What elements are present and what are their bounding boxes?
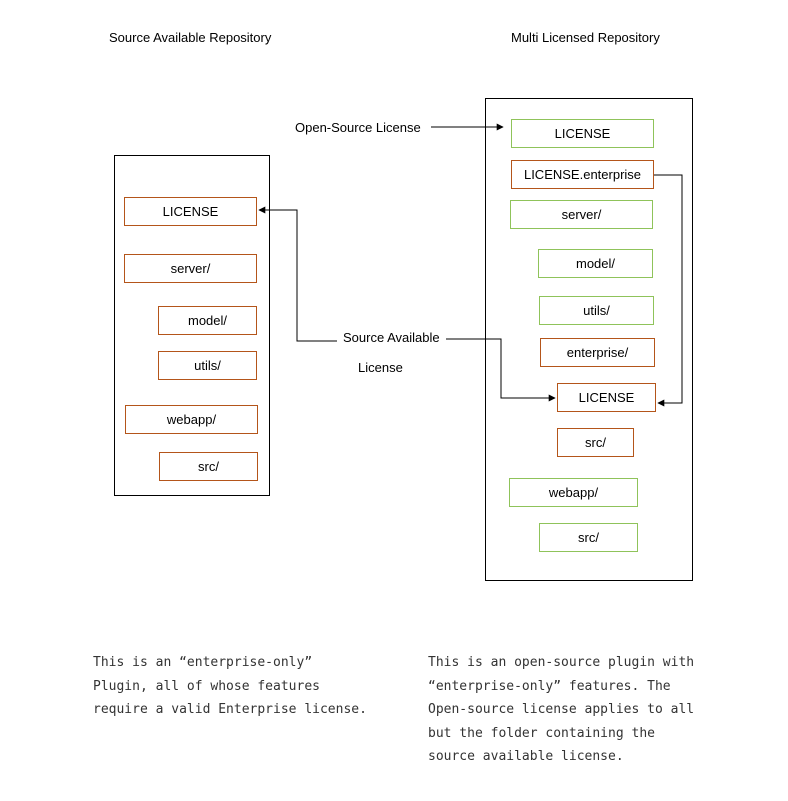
right-server-folder: server/	[510, 200, 653, 229]
source-available-label-line2: License	[358, 360, 403, 375]
right-enterprise-src-folder: src/	[557, 428, 634, 457]
left-license-box: LICENSE	[124, 197, 257, 226]
right-license-enterprise-box: LICENSE.enterprise	[511, 160, 654, 189]
right-enterprise-license-box: LICENSE	[557, 383, 656, 412]
left-description-line: Plugin, all of whose features	[93, 678, 320, 694]
left-description-line: require a valid Enterprise license.	[93, 702, 367, 717]
left-src-folder: src/	[159, 452, 258, 481]
right-model-folder: model/	[538, 249, 653, 278]
right-license-box: LICENSE	[511, 119, 654, 148]
right-enterprise-folder: enterprise/	[540, 338, 655, 367]
source-available-to-left-arrow	[258, 206, 337, 342]
right-webapp-folder: webapp/	[509, 478, 638, 507]
left-repo-title: Source Available Repository	[109, 30, 272, 45]
left-description-line: This is an “enterprise-only”	[93, 655, 313, 670]
right-description-line: source available license.	[428, 749, 624, 764]
right-description-line: Open-source license applies to all	[428, 702, 695, 717]
right-utils-folder: utils/	[539, 296, 654, 325]
right-repo-title: Multi Licensed Repository	[511, 30, 660, 45]
left-webapp-folder: webapp/	[125, 405, 258, 434]
license-enterprise-arrow	[654, 174, 683, 407]
right-description-line: but the folder containing the	[428, 725, 655, 741]
left-utils-folder: utils/	[158, 351, 257, 380]
right-description: This is an open-source plugin with “ente…	[428, 651, 694, 769]
right-src-folder: src/	[539, 523, 638, 552]
source-available-label-line1: Source Available	[341, 330, 442, 345]
left-model-folder: model/	[158, 306, 257, 335]
open-source-license-label: Open-Source License	[295, 120, 421, 135]
source-available-to-right-arrow	[446, 338, 556, 402]
right-description-line: This is an open-source plugin with	[428, 655, 695, 670]
left-description: This is an “enterprise-only” Plugin, all…	[93, 651, 367, 722]
left-server-folder: server/	[124, 254, 257, 283]
right-description-line: “enterprise-only” features. The	[428, 678, 671, 694]
